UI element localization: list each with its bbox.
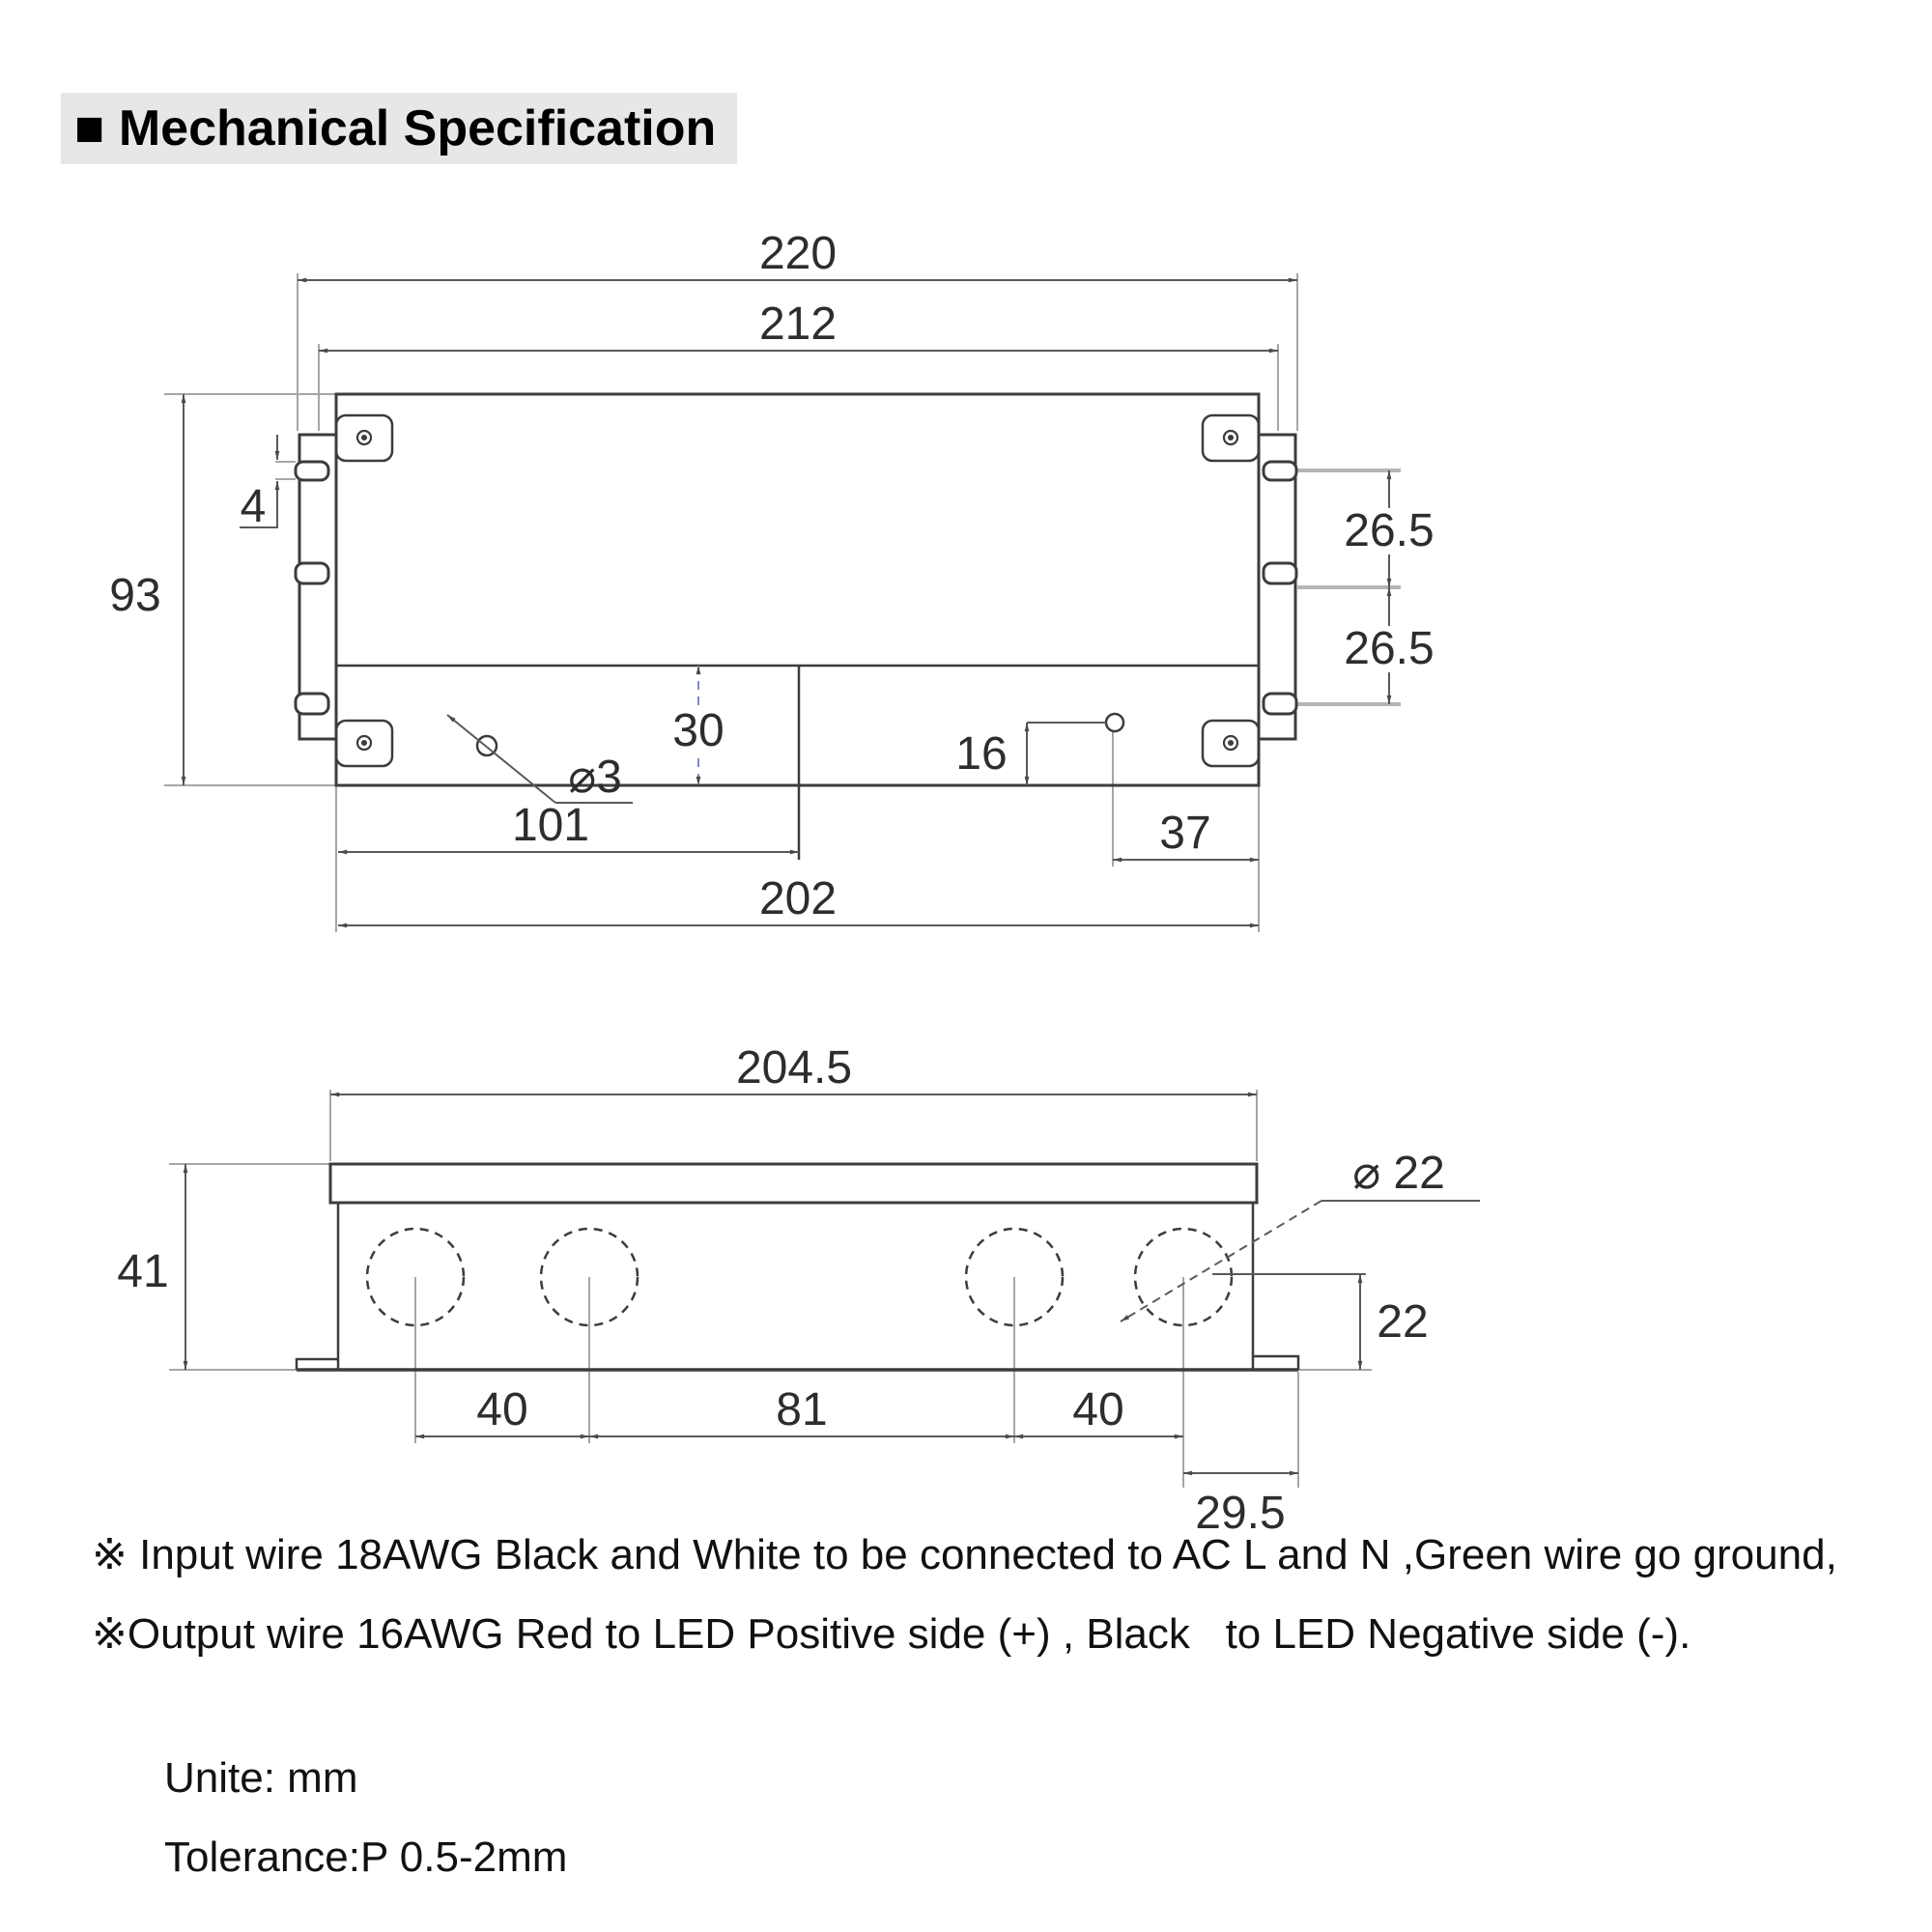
dim-16: 16: [955, 728, 1007, 780]
left-tab-slot-bottom: [294, 692, 330, 716]
dim-dia22: ⌀ 22: [1352, 1148, 1445, 1199]
left-foot-flange: [295, 1357, 338, 1370]
screw-hole-center: [360, 434, 368, 441]
dim-212: 212: [759, 298, 837, 350]
dim-26-5-lower: 26.5: [1344, 623, 1434, 674]
dim-label-backing: [1337, 626, 1441, 672]
left-tab-slot-top: [294, 460, 330, 482]
right-tab-slot-bottom: [1262, 692, 1298, 716]
side-view-dimension-lines: [183, 1092, 1480, 1476]
top-view-tab-extension-lines: [1297, 469, 1401, 706]
right-tab-slot-top: [1262, 460, 1298, 482]
knockout-hole-1: [365, 1227, 466, 1327]
mounting-ears: [334, 413, 1261, 768]
tolerance-note: Tolerance:P 0.5-2mm: [164, 1833, 568, 1881]
top-view-chassis-outline: [294, 392, 1298, 860]
left-tab-slot-middle: [294, 561, 330, 585]
dim-29-5: 29.5: [1195, 1488, 1285, 1539]
dim-30: 30: [672, 705, 724, 756]
dim-37: 37: [1159, 808, 1210, 859]
input-wire-note: ※ Input wire 18AWG Black and White to be…: [92, 1531, 1837, 1578]
ear-top-right: [1201, 413, 1261, 463]
dim-204-5: 204.5: [736, 1042, 852, 1094]
section-title-bar: ■ Mechanical Specification: [61, 93, 737, 164]
screw-hole-icon: [1222, 429, 1239, 446]
side-view-dimension-labels: 204.5 41 ⌀ 22 22 40 81 40 29.5: [117, 1042, 1445, 1539]
side-view-outline: [295, 1162, 1300, 1372]
ear-top-left: [334, 413, 394, 463]
top-view-dimension-labels: 220 212 93 4 26.5 26.5 30 ⌀3 101 16 37 2…: [109, 228, 1434, 924]
wire-hole: [1104, 712, 1125, 733]
dim-40-left: 40: [476, 1384, 527, 1435]
dim-41: 41: [117, 1246, 168, 1297]
dim-26-5-upper: 26.5: [1344, 505, 1434, 556]
dim-label-backing: [1337, 508, 1441, 554]
top-view-extension-lines: [164, 273, 1298, 932]
dim-93: 93: [109, 570, 160, 621]
pilot-hole-3mm: [475, 734, 498, 757]
screw-hole-icon: [355, 429, 373, 446]
ear-bottom-right: [1201, 719, 1261, 768]
chassis-body: [334, 392, 1261, 787]
side-view: 204.5 41 ⌀ 22 22 40 81 40 29.5: [117, 1042, 1480, 1539]
top-view: 220 212 93 4 26.5 26.5 30 ⌀3 101 16 37 2…: [109, 228, 1441, 932]
section-title: ■ Mechanical Specification: [74, 100, 717, 156]
dim-label-backing: [668, 709, 728, 757]
ear-bottom-left: [334, 719, 394, 768]
dim-4: 4: [241, 481, 267, 532]
screw-hole-center: [1227, 434, 1235, 441]
output-wire-note: ※Output wire 16AWG Red to LED Positive s…: [92, 1610, 1691, 1658]
side-view-extension-lines: [169, 1090, 1372, 1488]
knockout-hole-4: [1133, 1227, 1234, 1327]
screw-hole-center: [1227, 739, 1235, 747]
screw-hole-icon: [1222, 734, 1239, 752]
dim-202: 202: [759, 873, 837, 924]
dim-81: 81: [776, 1384, 827, 1435]
cover-lid: [328, 1162, 1259, 1205]
dia22-leader-line: [1120, 1200, 1322, 1322]
knockout-hole-2: [539, 1227, 639, 1327]
screw-hole-icon: [355, 734, 373, 752]
dim-101: 101: [512, 800, 589, 851]
screw-hole-center: [360, 739, 368, 747]
dim-220: 220: [759, 228, 837, 279]
dim-40-right: 40: [1072, 1384, 1123, 1435]
dim-22: 22: [1377, 1296, 1428, 1348]
right-foot-flange: [1253, 1354, 1300, 1370]
knockout-hole-3: [964, 1227, 1065, 1327]
left-mounting-plate-edge: [298, 433, 336, 741]
unit-note: Unite: mm: [164, 1754, 358, 1802]
right-tab-slot-middle: [1262, 561, 1298, 585]
enclosure-body: [336, 1201, 1255, 1372]
dim-dia3: ⌀3: [568, 752, 622, 803]
right-mounting-plate-edge: [1259, 433, 1297, 741]
